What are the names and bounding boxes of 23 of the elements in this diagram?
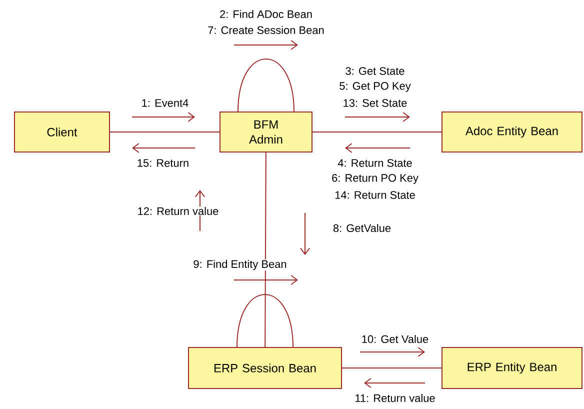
self-link xyxy=(238,58,294,112)
message-label: 7: Create Session Bean xyxy=(207,25,325,35)
message-label: 12: Return value xyxy=(136,206,220,216)
self-link xyxy=(236,294,294,348)
object-box: ERP Session Bean xyxy=(188,347,342,389)
message-label: 13: Set State xyxy=(342,98,408,108)
message-label: 14: Return State xyxy=(334,190,416,200)
message-label: 15: Return xyxy=(136,158,190,168)
message-label: 4: Return State xyxy=(337,158,413,168)
message-label: 2: Find ADoc Bean xyxy=(219,9,313,19)
link-line xyxy=(264,152,266,348)
message-label: 1: Event4 xyxy=(140,98,190,108)
object-box: Adoc Entity Bean xyxy=(442,112,582,152)
object-box: Client xyxy=(14,112,110,152)
message-label: 5: Get PO Key xyxy=(338,82,412,92)
message-label: 10: Get Value xyxy=(360,334,430,344)
object-box: BFM Admin xyxy=(220,112,312,152)
message-label: 9: Find Entity Bean xyxy=(192,259,288,271)
message-label: 6: Return PO Key xyxy=(331,174,419,184)
message-label: 8: GetValue xyxy=(332,223,392,233)
object-box: ERP Entity Bean xyxy=(442,347,582,389)
message-label: 3: Get State xyxy=(344,66,406,76)
message-label: 11: Return value xyxy=(354,393,436,403)
